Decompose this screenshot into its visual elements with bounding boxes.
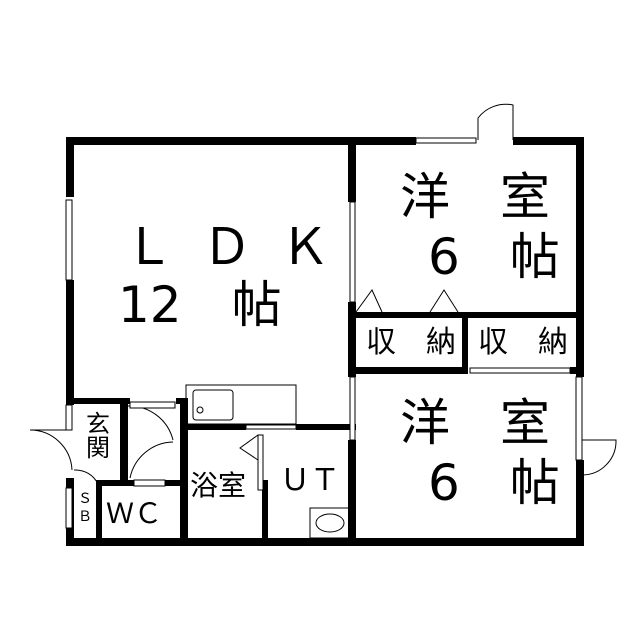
- bath-label: 浴室: [190, 469, 247, 502]
- ldk-size: 12 帖: [118, 276, 282, 334]
- bedroom2-size: 6 帖: [428, 454, 560, 512]
- fixtures: [129, 384, 351, 539]
- wc-label: ＷＣ: [106, 497, 163, 530]
- shoebox-label: ＳＢ: [78, 491, 92, 525]
- windows: [65, 137, 583, 529]
- entrance-label: 玄関: [86, 410, 110, 462]
- storage1-label: 収 納: [366, 325, 456, 360]
- walls: [66, 137, 584, 546]
- doors: [29, 103, 617, 485]
- bedroom1-label: 洋 室: [400, 168, 550, 226]
- bedroom1-size: 6 帖: [428, 228, 560, 286]
- utility-label: ＵＴ: [280, 463, 340, 498]
- ldk-label: ＬＤＫ: [124, 218, 358, 276]
- bedroom2-label: 洋 室: [400, 394, 550, 452]
- storage2-label: 収 納: [478, 325, 568, 360]
